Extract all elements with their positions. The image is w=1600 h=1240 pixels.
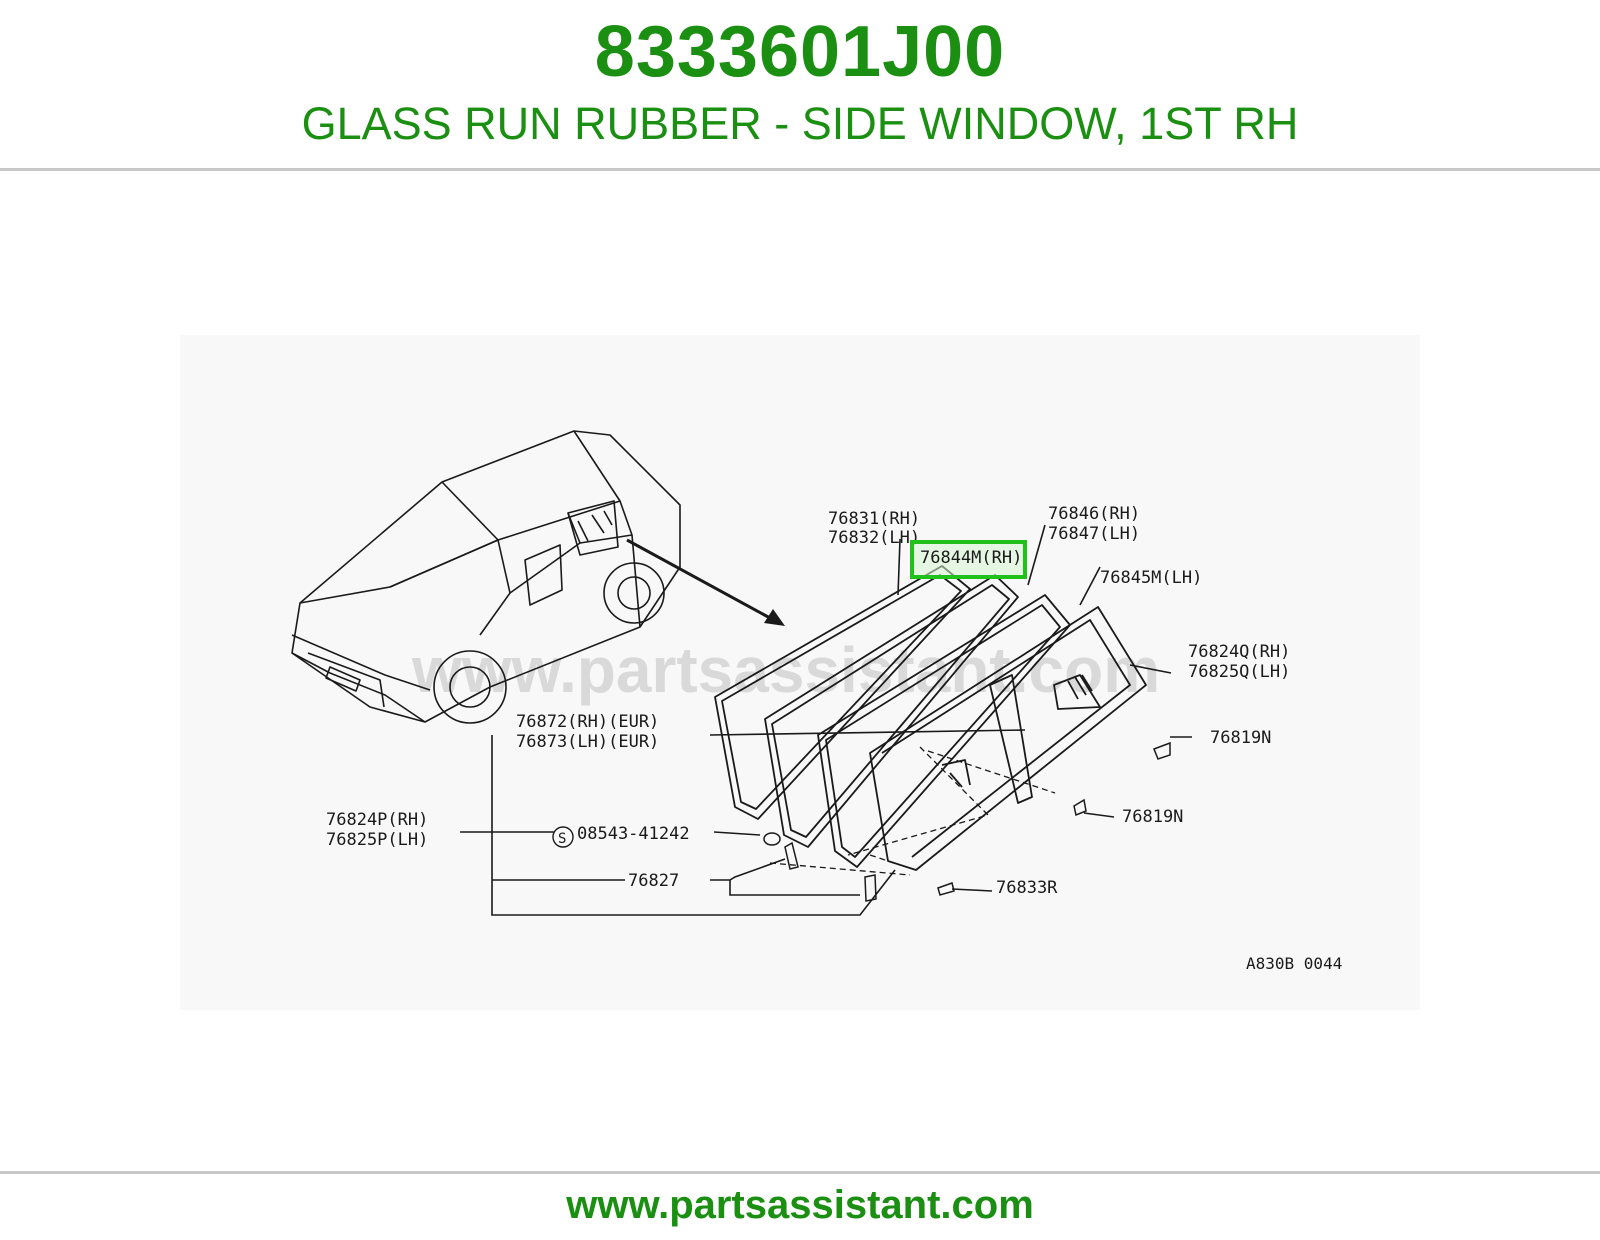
callout-76819n-upper: 76819N [1210, 728, 1271, 748]
callout-76824q: 76824Q(RH) [1188, 642, 1290, 662]
callout-76873: 76873(LH)(EUR) [516, 732, 659, 752]
glass-76824q [869, 606, 1147, 871]
header-divider [0, 168, 1600, 171]
callout-76832: 76832(LH) [828, 528, 920, 548]
clip-76819n-lower [1073, 798, 1087, 817]
callout-76831: 76831(RH) [828, 509, 920, 529]
clip-76819n-upper [1153, 741, 1171, 760]
callout-76833r: 76833R [996, 878, 1058, 898]
parts-diagram: www.partsassistant.com [291, 430, 1342, 973]
clip-parts [763, 741, 1171, 902]
dashed-guides [769, 746, 1056, 876]
callout-76824p: 76824P(RH) [326, 810, 428, 830]
screw-symbol: S [558, 831, 566, 847]
vehicle-illustration [291, 430, 681, 724]
callout-08543-41242: 08543-41242 [577, 824, 690, 844]
callout-76827: 76827 [628, 871, 679, 891]
highlight-box [910, 540, 1027, 579]
callout-76872: 76872(RH)(EUR) [516, 712, 659, 732]
callout-76825q: 76825Q(LH) [1188, 662, 1290, 682]
part-description: GLASS RUN RUBBER - SIDE WINDOW, 1ST RH [301, 98, 1299, 149]
screw-symbol-circle [552, 826, 574, 848]
frame-76831 [714, 565, 971, 820]
frame-76844m [817, 594, 1071, 868]
figure-code: A830B 0044 [1246, 954, 1342, 973]
direction-arrow [626, 538, 785, 626]
screw-head [763, 832, 781, 846]
frame-76846 [764, 574, 1019, 848]
window-frames [714, 565, 1147, 871]
footer-divider [0, 1171, 1600, 1174]
callout-labels: 76831(RH) 76832(LH) 76846(RH) 76847(LH) … [326, 504, 1342, 973]
callout-76819n-lower: 76819N [1122, 807, 1183, 827]
leader-lines [460, 524, 1192, 916]
bracket-76827 [784, 841, 799, 870]
diagram-watermark: www.partsassistant.com [411, 634, 1160, 706]
footer-website-link[interactable]: www.partsassistant.com [566, 1183, 1034, 1227]
part-number-title: 8333601J00 [594, 12, 1006, 92]
callout-76825p: 76825P(LH) [326, 830, 428, 850]
callout-76847: 76847(LH) [1048, 524, 1140, 544]
page-header: 8333601J00 GLASS RUN RUBBER - SIDE WINDO… [0, 0, 1600, 170]
clip-76833r [937, 882, 955, 896]
callout-76844m: 76844M(RH) [920, 548, 1022, 568]
callout-76846: 76846(RH) [1048, 504, 1140, 524]
highlighted-callout[interactable]: 76844M(RH) [910, 540, 1027, 579]
diagram-panel: www.partsassistant.com [180, 335, 1420, 1010]
callout-76845m: 76845M(LH) [1100, 568, 1202, 588]
